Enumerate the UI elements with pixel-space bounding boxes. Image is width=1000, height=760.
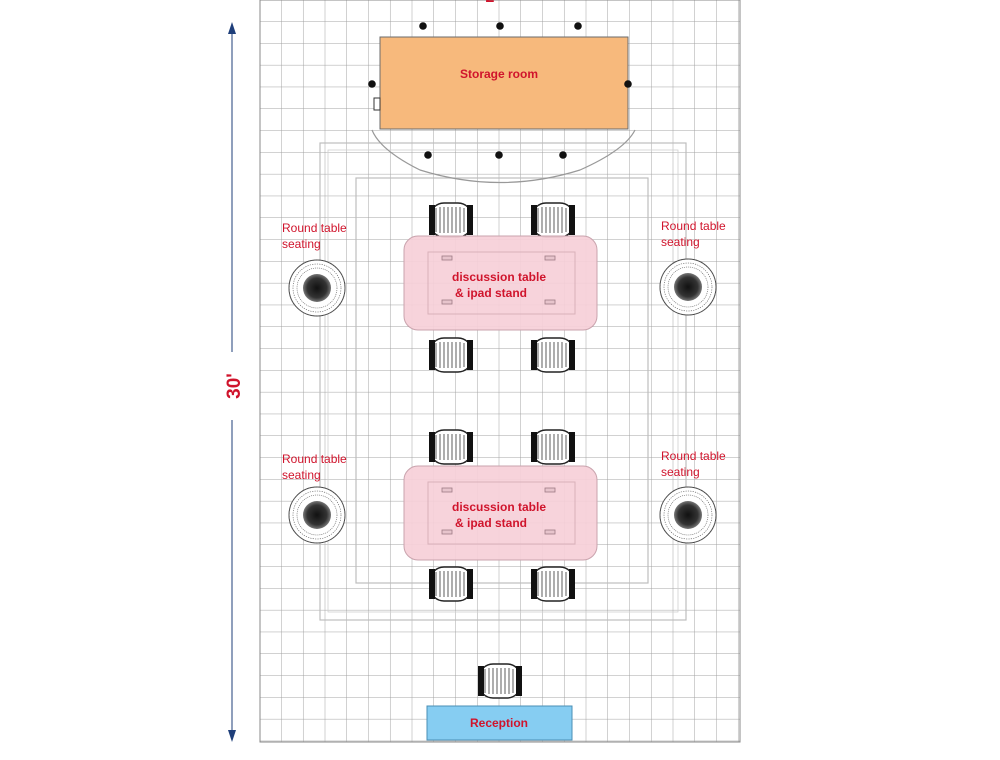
round-seating-label-3b: seating <box>282 468 321 482</box>
round-table <box>659 258 717 316</box>
dimension-label: 30' <box>224 373 245 399</box>
chair <box>428 566 474 602</box>
chair <box>428 337 474 373</box>
round-table <box>659 486 717 544</box>
chair <box>530 429 576 465</box>
chair <box>428 202 474 238</box>
reception-chair <box>477 663 523 699</box>
zone-outline-outer <box>319 142 687 621</box>
zone-outline-inner <box>355 177 649 584</box>
discussion-table-1-label-2: & ipad stand <box>455 286 527 300</box>
reception-desk <box>426 705 573 741</box>
chair <box>530 566 576 602</box>
storage-lights <box>368 22 632 159</box>
round-table <box>288 259 346 317</box>
storage-room-label: Storage room <box>460 67 538 81</box>
chair <box>428 429 474 465</box>
storage-door <box>373 97 381 111</box>
discussion-table-1-label: discussion table <box>452 270 546 284</box>
round-seating-label-2: Round table <box>661 219 726 233</box>
dimension-arrow-top <box>228 22 236 34</box>
discussion-table-2-label-2: & ipad stand <box>455 516 527 530</box>
round-table <box>288 486 346 544</box>
chair <box>530 337 576 373</box>
round-seating-label-2b: seating <box>661 235 700 249</box>
round-seating-label-1: Round table <box>282 221 347 235</box>
chair <box>530 202 576 238</box>
dimension-top-label: 2 <box>486 0 495 6</box>
dimension-arrow-bottom <box>228 730 236 742</box>
storage-room-outline <box>371 129 636 184</box>
round-seating-label-4b: seating <box>661 465 700 479</box>
round-seating-label-3: Round table <box>282 452 347 466</box>
round-seating-label-4: Round table <box>661 449 726 463</box>
discussion-table-2-label: discussion table <box>452 500 546 514</box>
storage-room <box>379 36 629 130</box>
reception-label: Reception <box>470 716 528 730</box>
round-seating-label-1b: seating <box>282 237 321 251</box>
